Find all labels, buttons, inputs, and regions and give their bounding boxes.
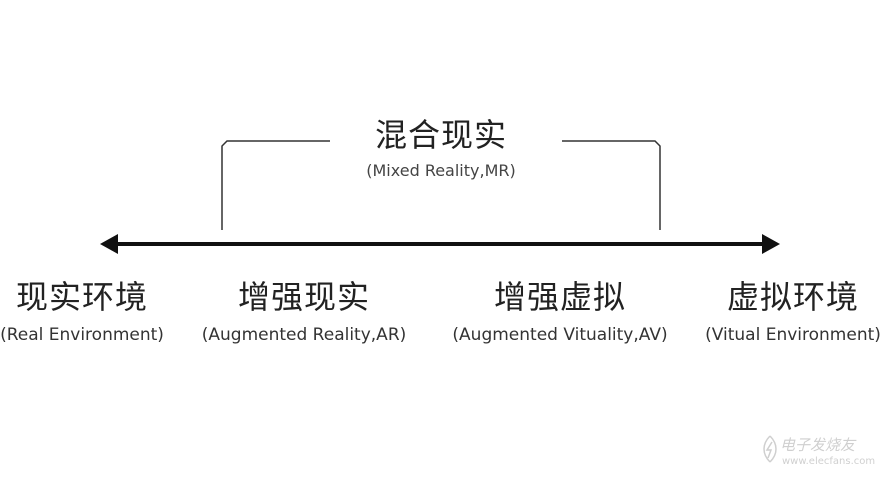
real-environment-zh: 现实环境 [15, 278, 148, 316]
augmented-virtuality-zh: 增强虚拟 [493, 278, 626, 316]
mr-bracket-right [562, 140, 661, 230]
real-environment-label: 现实环境 (Real Environment) [0, 278, 164, 346]
watermark-url: www.elecfans.com [782, 456, 876, 467]
watermark-text: 电子发烧友 [780, 436, 856, 454]
arrow-left-head [100, 234, 118, 254]
augmented-reality-label: 增强现实 (Augmented Reality,AR) [202, 278, 407, 346]
mixed-reality-label: 混合现实 (Mixed Reality,MR) [366, 116, 515, 182]
virtual-environment-en: (Vitual Environment) [705, 325, 881, 345]
mr-bracket-left [221, 140, 330, 230]
virtual-environment-zh: 虚拟环境 [726, 278, 859, 316]
watermark-logo-icon [763, 435, 777, 463]
mixed-reality-en: (Mixed Reality,MR) [366, 161, 516, 180]
watermark: 电子发烧友 www.elecfans.com [760, 428, 880, 476]
real-environment-en: (Real Environment) [0, 325, 164, 345]
augmented-virtuality-label: 增强虚拟 (Augmented Vituality,AV) [452, 278, 667, 346]
augmented-reality-zh: 增强现实 [237, 278, 371, 316]
mixed-reality-zh: 混合现实 [374, 116, 508, 154]
augmented-virtuality-en: (Augmented Vituality,AV) [452, 325, 668, 345]
virtual-environment-label: 虚拟环境 (Vitual Environment) [705, 278, 881, 346]
arrow-right-head [762, 234, 780, 254]
augmented-reality-en: (Augmented Reality,AR) [201, 325, 407, 345]
